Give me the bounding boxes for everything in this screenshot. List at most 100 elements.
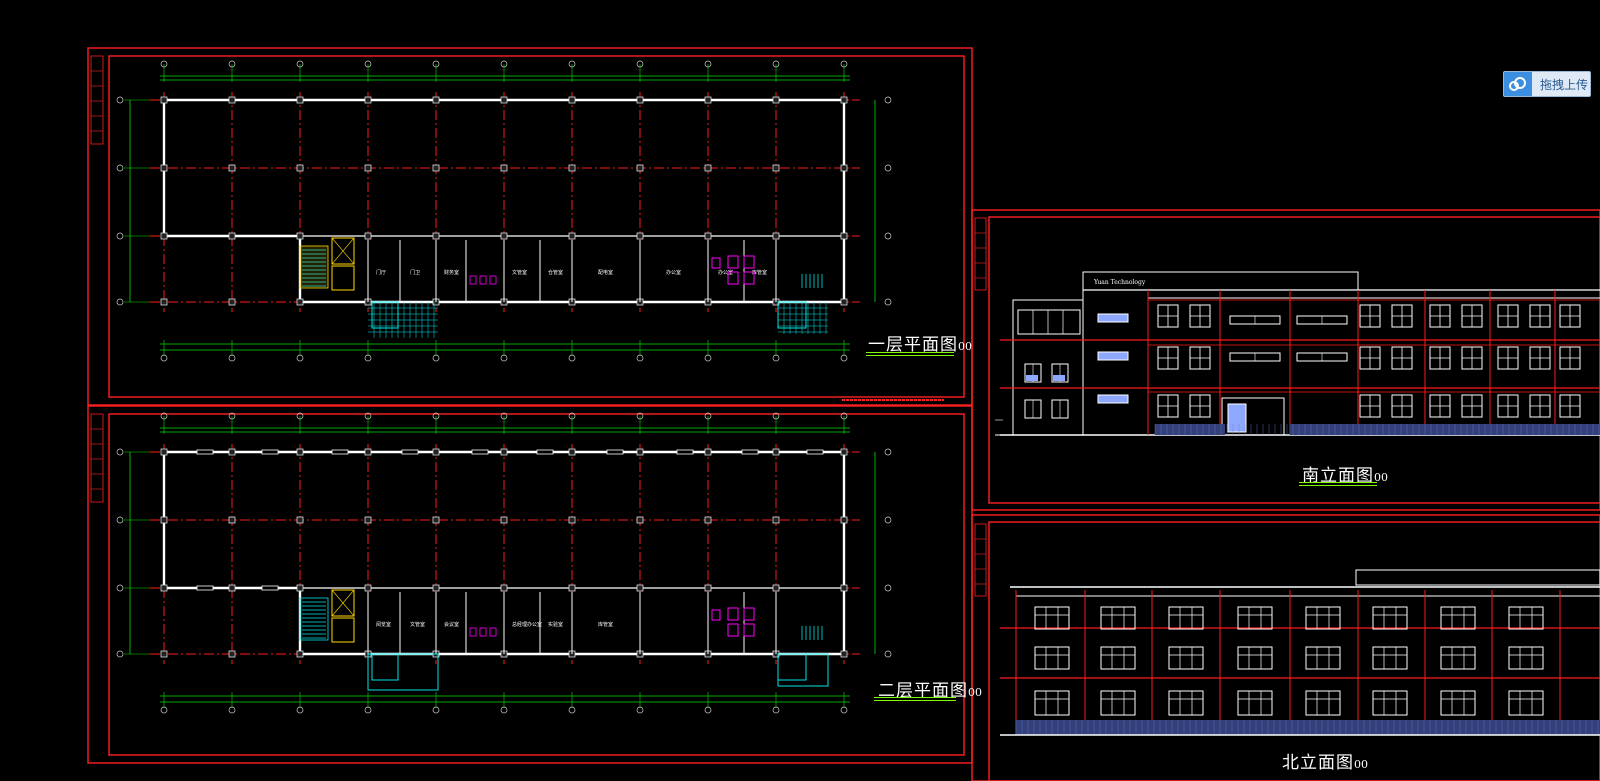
axis-bubble [840, 60, 848, 68]
column [160, 232, 168, 240]
cloud-upload-icon [1504, 72, 1532, 96]
toilet-fixture [743, 255, 755, 269]
column [772, 96, 780, 104]
axis-bubble [116, 232, 124, 240]
axis-bubble [116, 298, 124, 306]
elevator-shaft [331, 237, 355, 265]
column [296, 650, 304, 658]
axis-bubble [884, 96, 892, 104]
room-label: 配电室 [598, 269, 613, 276]
window [1237, 690, 1273, 716]
south-elevation [995, 271, 1600, 436]
toilet-fixture [743, 623, 755, 637]
north-elevation [1000, 569, 1600, 736]
room-label: 办公室 [666, 269, 681, 276]
axis-bubble [116, 164, 124, 172]
column [568, 232, 576, 240]
north-title-text: 北立面图 [1282, 753, 1354, 773]
column [704, 448, 712, 456]
floor2-title-text: 二层平面图 [878, 681, 968, 701]
column [160, 650, 168, 658]
column [568, 516, 576, 524]
window-mark [741, 449, 759, 455]
floor1-title-text: 一层平面图 [868, 335, 958, 355]
floor2-title-underline2 [874, 700, 956, 701]
column [160, 516, 168, 524]
column [500, 448, 508, 456]
annex-window [1017, 309, 1081, 335]
column [296, 584, 304, 592]
window [1305, 690, 1341, 716]
window [1440, 606, 1476, 630]
room-label: 门厅 [376, 269, 386, 276]
axis-bubble [840, 706, 848, 714]
column [500, 516, 508, 524]
axis-bubble [704, 412, 712, 420]
axis-bubble [228, 706, 236, 714]
column [636, 164, 644, 172]
drag-upload-button[interactable]: 拖拽上传 [1503, 71, 1591, 97]
room-label: 实验室 [548, 621, 563, 628]
axis-bubble [500, 354, 508, 362]
frame-south-inner [988, 216, 1600, 504]
axis-bubble [432, 706, 440, 714]
window [1305, 606, 1341, 630]
toilet-fixture [743, 271, 755, 285]
column [500, 164, 508, 172]
column [364, 448, 372, 456]
axis-bubble [296, 60, 304, 68]
room-label: 财务室 [444, 269, 459, 276]
column [296, 164, 304, 172]
plinth [1155, 424, 1225, 435]
elevator-shaft [331, 589, 355, 617]
window-mark [261, 585, 279, 591]
column [568, 164, 576, 172]
axis-bubble [160, 412, 168, 420]
column [772, 584, 780, 592]
south-elevation-title: 南立面图00 [1302, 461, 1388, 486]
column [296, 448, 304, 456]
frame-floor1-inner [108, 55, 965, 398]
frame-floor2-inner [108, 413, 965, 756]
window-mark [676, 449, 694, 455]
axis-bubble [772, 60, 780, 68]
south-title-underline2 [1299, 485, 1377, 486]
column [228, 516, 236, 524]
column [636, 448, 644, 456]
blue-window [1097, 313, 1129, 323]
column [296, 96, 304, 104]
title-block [974, 217, 987, 291]
axis-bubble [116, 650, 124, 658]
annex-blue [1053, 375, 1065, 381]
axis-bubble [116, 96, 124, 104]
sheet-title-blocks [90, 55, 987, 597]
drag-upload-label: 拖拽上传 [1540, 77, 1589, 92]
toilet-fixture [489, 275, 497, 285]
column [840, 650, 848, 658]
column [228, 96, 236, 104]
north-scale-text: 00 [1354, 758, 1368, 771]
toilet-fixture [479, 627, 487, 637]
frame-south-outer [971, 209, 1600, 511]
axis-bubble [432, 354, 440, 362]
window [1508, 606, 1544, 630]
column [228, 584, 236, 592]
axis-bubble [364, 60, 372, 68]
axis-bubble [840, 412, 848, 420]
axis-bubble [568, 412, 576, 420]
room-label: 库管室 [598, 621, 613, 628]
toilet-fixture [727, 607, 739, 621]
elevator-shaft [331, 617, 355, 643]
column [160, 584, 168, 592]
column [704, 164, 712, 172]
window [1237, 606, 1273, 630]
toilet-fixture [727, 271, 739, 285]
window [1100, 646, 1136, 670]
floor1-title-underline2 [866, 355, 954, 356]
toilet-fixture [727, 255, 739, 269]
toilet-fixture [711, 609, 721, 621]
window [1440, 690, 1476, 716]
axis-bubble [500, 412, 508, 420]
toilet-fixture [489, 627, 497, 637]
